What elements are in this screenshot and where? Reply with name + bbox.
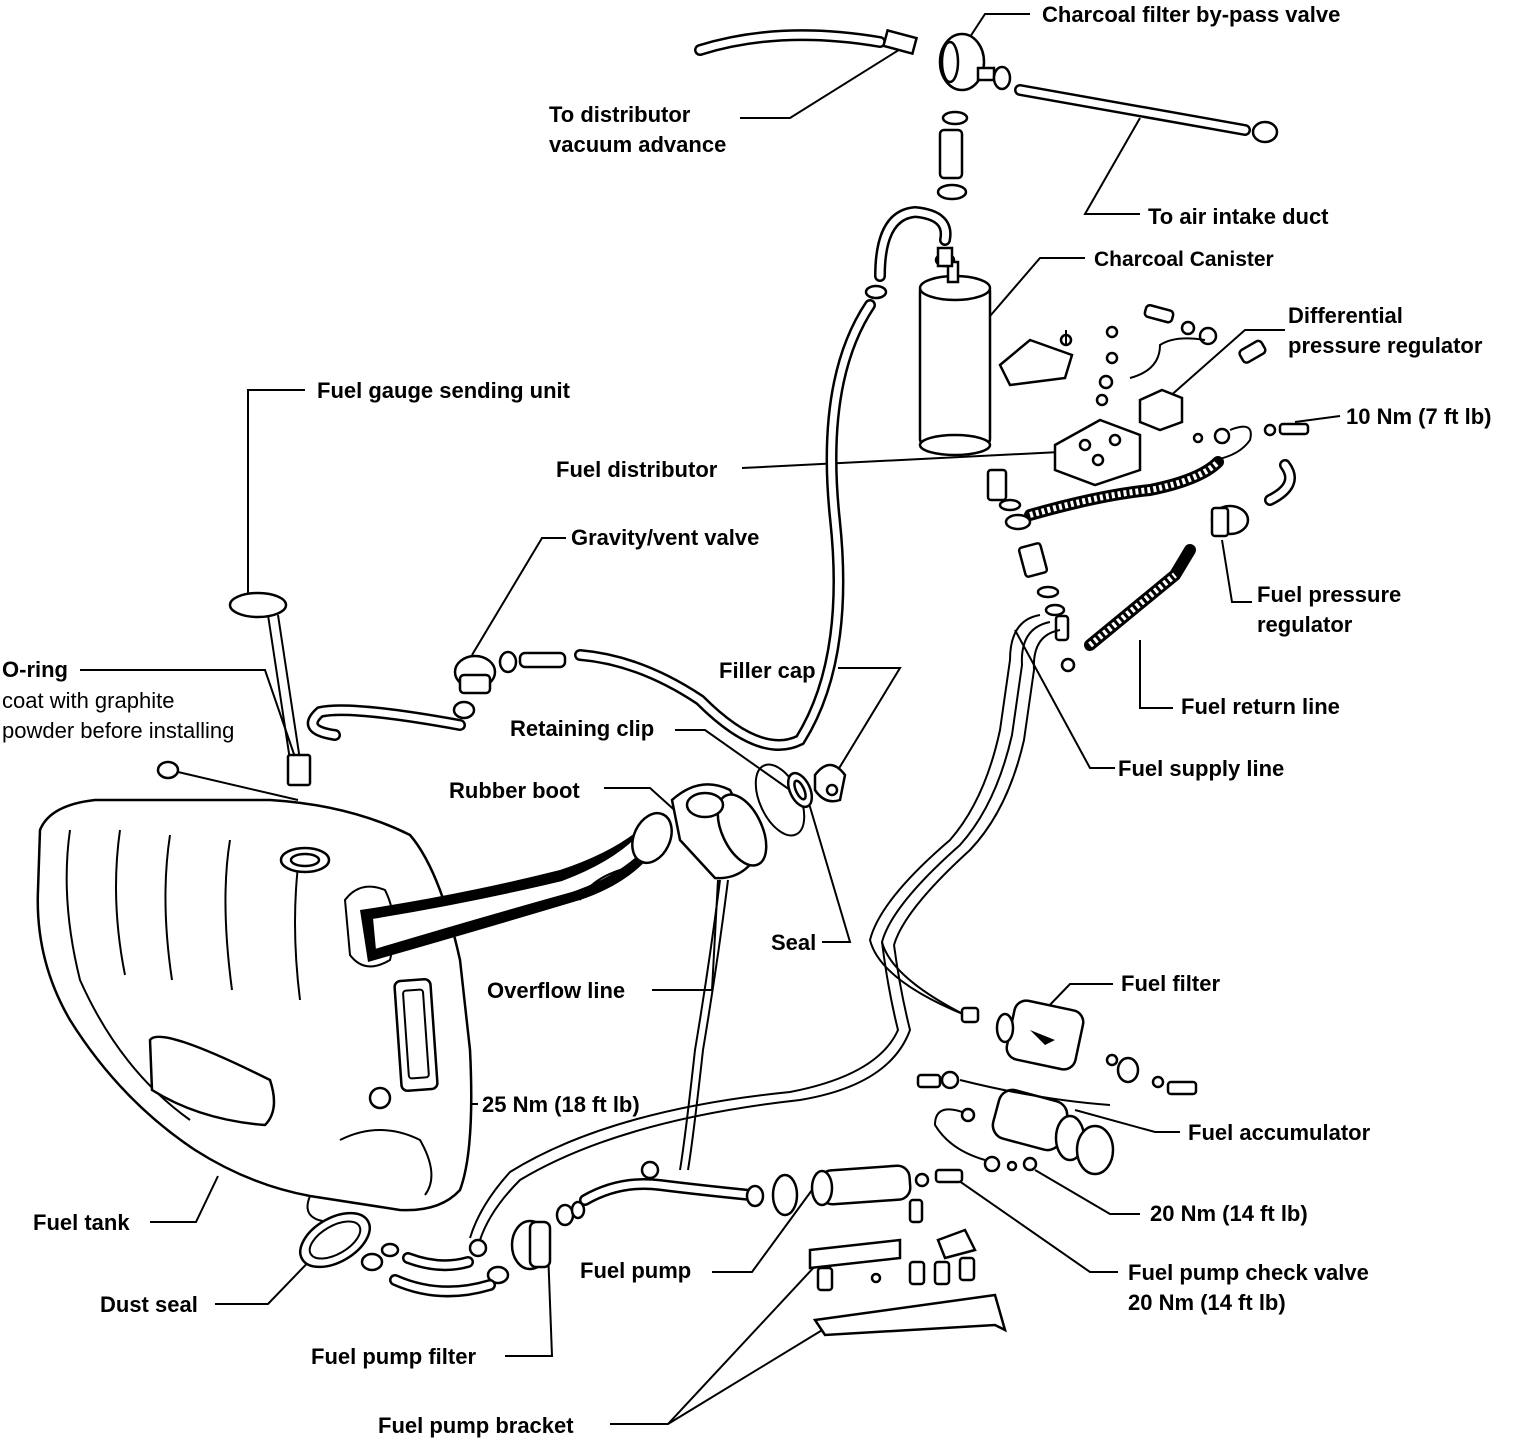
label-overflow-line: Overflow line: [487, 978, 626, 1003]
label-fuel-return-line: Fuel return line: [1181, 694, 1340, 719]
charcoal-canister: [918, 246, 992, 457]
bypass-valve: [936, 32, 1012, 201]
fuel-pump: [771, 1164, 964, 1217]
seal: [786, 771, 814, 809]
label-regulator: regulator: [1257, 612, 1353, 637]
label-charcoal-filter-bypass-valve: Charcoal filter by-pass valve: [1042, 2, 1341, 27]
dust-seal: [299, 1211, 371, 1269]
differential-pressure-regulator: [1138, 388, 1184, 432]
label-to-air-intake-duct: To air intake duct: [1148, 204, 1329, 229]
fuel-filter: [995, 999, 1198, 1096]
label-fuel-tank: Fuel tank: [33, 1210, 130, 1235]
label-fuel-gauge-sending-unit: Fuel gauge sending unit: [317, 378, 570, 403]
label-o-ring-note-1: coat with graphite: [2, 688, 175, 713]
label-fuel-pump-bracket: Fuel pump bracket: [378, 1413, 574, 1438]
fuel-distributor: [1053, 418, 1142, 487]
distributor-fittings: [1192, 422, 1310, 461]
rubber-boot: [670, 783, 768, 880]
label-seal: Seal: [771, 930, 817, 955]
label-pressure-regulator: pressure regulator: [1288, 333, 1483, 358]
fuel-lines: [469, 614, 1061, 1241]
label-differential: Differential: [1288, 303, 1403, 328]
label-gravity-vent-valve: Gravity/vent valve: [571, 525, 760, 550]
label-torque-25nm: 25 Nm (18 ft lb): [482, 1092, 640, 1117]
label-dust-seal: Dust seal: [100, 1292, 198, 1317]
banjo-bolt-parts: [986, 468, 1070, 642]
label-fuel-filter: Fuel filter: [1121, 971, 1221, 996]
label-o-ring-note-2: powder before installing: [2, 718, 235, 743]
filler-cap: [813, 763, 847, 803]
label-fuel-accumulator: Fuel accumulator: [1188, 1120, 1371, 1145]
filler-neck: [360, 811, 673, 962]
label-rubber-boot: Rubber boot: [449, 778, 580, 803]
label-charcoal-canister: Charcoal Canister: [1094, 248, 1274, 271]
label-torque-10nm: 10 Nm (7 ft lb): [1346, 404, 1492, 429]
canister-bracket: [998, 330, 1074, 387]
label-fuel-pump-check-valve: Fuel pump check valve: [1128, 1260, 1369, 1285]
fuel-tank: [36, 798, 473, 1223]
fuel-tank-rod: [156, 760, 299, 801]
label-fuel-supply-line: Fuel supply line: [1118, 756, 1285, 781]
label-filler-cap: Filler cap: [719, 658, 816, 683]
label-vacuum-advance: vacuum advance: [549, 132, 727, 157]
fuel-accumulator: [916, 1070, 1115, 1176]
label-fuel-pump-filter: Fuel pump filter: [311, 1344, 476, 1369]
vacuum-hoses: [694, 28, 1279, 144]
label-fuel-distributor: Fuel distributor: [556, 457, 718, 482]
fuel-pressure-regulator: [1210, 459, 1296, 538]
fuel-pump-bracket: [808, 1198, 1007, 1337]
label-to-distributor: To distributor: [549, 102, 691, 127]
fuel-pump-filter: [468, 1200, 586, 1285]
label-fuel-pump: Fuel pump: [580, 1258, 692, 1283]
label-retaining-clip: Retaining clip: [510, 716, 655, 741]
label-torque-20nm: 20 Nm (14 ft lb): [1150, 1201, 1308, 1226]
label-o-ring: O-ring: [2, 657, 68, 682]
small-fittings: [1095, 303, 1267, 407]
label-fuel-pressure: Fuel pressure: [1257, 582, 1402, 607]
gravity-vent-valve: [306, 650, 567, 741]
label-check-valve-torque: 20 Nm (14 ft lb): [1128, 1290, 1286, 1315]
